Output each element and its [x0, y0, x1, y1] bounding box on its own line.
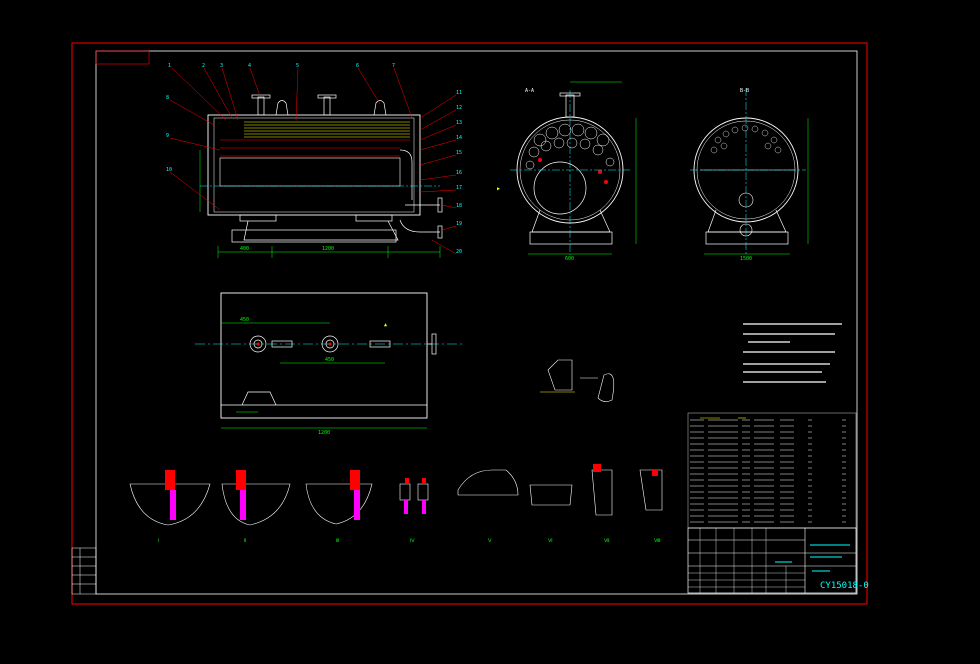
detail-label-7: Ⅶ	[604, 538, 610, 544]
sheet-frame-inner	[95, 50, 858, 595]
sheet-frame-outer	[71, 42, 868, 605]
drawing-number: CY15018-0	[820, 581, 869, 591]
detail-label-2: Ⅱ	[244, 538, 246, 544]
dim-plan-length: 1200	[318, 430, 330, 436]
balloon-12: 12	[456, 105, 462, 111]
section-b-b-view: B-B 1500	[690, 88, 809, 262]
svg-text:1500: 1500	[740, 256, 752, 262]
balloon-13: 13	[456, 120, 462, 126]
detail-row: Ⅰ Ⅱ Ⅲ Ⅳ Ⅴ Ⅵ Ⅶ Ⅷ	[129, 464, 663, 544]
technical-notes	[743, 323, 842, 383]
balloon-20: 20	[456, 249, 462, 255]
svg-text:400: 400	[240, 246, 249, 252]
label-section-a: A-A	[525, 88, 534, 94]
balloon-3: 3	[220, 63, 223, 69]
balloon-5: 5	[296, 63, 299, 69]
balloon-18: 18	[456, 203, 462, 209]
detail-label-5: Ⅴ	[488, 538, 492, 544]
detail-label-1: Ⅰ	[158, 538, 159, 544]
balloon-15: 15	[456, 150, 462, 156]
balloon-6: 6	[356, 63, 359, 69]
balloon-17: 17	[456, 185, 462, 191]
parts-list-table	[687, 412, 857, 529]
label-section-b: B-B	[740, 88, 749, 94]
balloon-19: 19	[456, 221, 462, 227]
balloon-2: 2	[202, 63, 205, 69]
dim-front-overall: 600	[565, 256, 574, 262]
balloon-11: 11	[456, 90, 462, 96]
detail-small-bracket	[540, 359, 615, 402]
detail-label-4: Ⅳ	[410, 538, 415, 544]
plan-view: 450 450 1200 ▲	[195, 292, 465, 436]
detail-label-8: Ⅷ	[654, 538, 661, 544]
balloon-14: 14	[456, 135, 462, 141]
title-block: CY15018-0	[687, 527, 869, 594]
balloon-10: 10	[166, 167, 172, 173]
balloon-16: 16	[456, 170, 462, 176]
dim-plan-a: 450	[240, 317, 249, 323]
balloon-9: 9	[166, 133, 169, 139]
section-a-a-view: A-A 600 ▶	[497, 81, 637, 262]
corner-tab	[95, 50, 150, 65]
balloon-8: 8	[166, 95, 169, 101]
revision-strip	[71, 547, 97, 595]
detail-label-6: Ⅵ	[548, 538, 553, 544]
dim-shell-length: 1200	[322, 246, 334, 252]
svg-text:▲: ▲	[384, 322, 387, 328]
balloon-4: 4	[248, 63, 251, 69]
balloon-7: 7	[392, 63, 395, 69]
balloon-1: 1	[168, 63, 171, 69]
detail-label-3: Ⅲ	[336, 538, 339, 544]
svg-text:▶: ▶	[497, 186, 500, 192]
dim-plan-b: 450	[325, 357, 334, 363]
